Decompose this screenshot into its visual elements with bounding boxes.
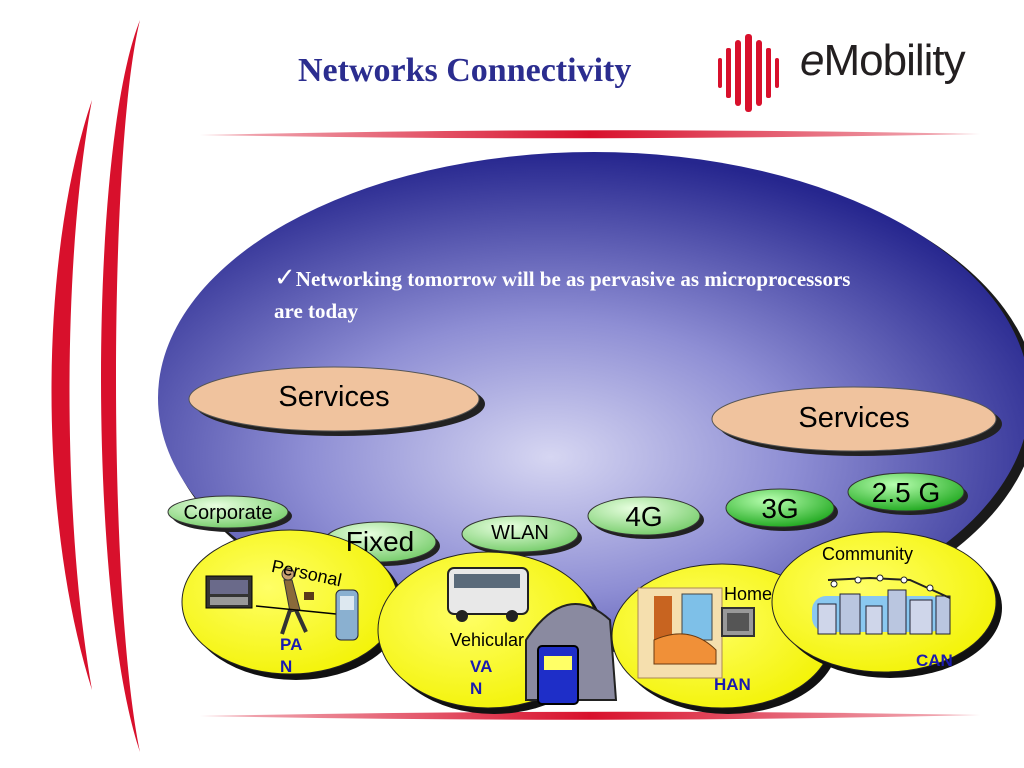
pan-label-line1: PA: [280, 635, 303, 654]
services-pill-left-shape: [188, 366, 480, 432]
page-title: Networks Connectivity: [298, 52, 632, 89]
bus-icon: [447, 567, 529, 622]
fixed-label: Fixed: [345, 526, 415, 557]
corporate-label: Corporate: [183, 502, 273, 524]
emobility-logo: eMobility: [800, 36, 966, 86]
logo-stripes-icon: [718, 34, 779, 112]
wlan-pill-shape: [461, 515, 579, 553]
4g-pill-shape: [587, 496, 701, 536]
van-label-line2: N: [470, 679, 483, 698]
services-label-left: Services: [278, 381, 390, 413]
left-red-arc-outer: [101, 20, 140, 752]
vehicular-label: Vehicular: [450, 630, 525, 650]
logo-prefix: e: [800, 36, 825, 85]
van-label-line1: VA: [470, 657, 493, 676]
top-red-bar: [200, 130, 980, 139]
community-label: Community: [822, 544, 914, 564]
4g-label: 4G: [625, 501, 663, 532]
wlan-label: WLAN: [491, 522, 549, 544]
statement-text: Networking tomorrow will be as pervasive…: [274, 267, 851, 323]
bottom-red-bar: [200, 711, 980, 720]
3g-pill-shape: [725, 488, 835, 528]
corporate-pill-shape: [167, 495, 289, 529]
services-pill-right-shape: [711, 386, 997, 452]
han-label: HAN: [714, 675, 751, 694]
tv-monitor-icon: [721, 607, 755, 637]
2-5g-pill-shape: [847, 472, 965, 512]
city-people-icon: [812, 574, 951, 635]
2-5g-label: 2.5 G: [871, 477, 941, 508]
pan-label-line2: N: [280, 657, 293, 676]
pan-label: PA N: [280, 634, 302, 678]
left-red-arc-inner: [51, 100, 92, 690]
laptop-icon: [205, 575, 253, 609]
checkmark-icon: ✓: [274, 263, 296, 292]
home-room-icon: [637, 587, 723, 679]
services-label-right: Services: [798, 402, 910, 434]
train-tunnel-icon: [525, 603, 618, 705]
statement: ✓Networking tomorrow will be as pervasiv…: [274, 262, 874, 327]
home-label: Home: [724, 584, 773, 604]
logo-word: Mobility: [823, 36, 965, 85]
pan-link-arrow-icon: [255, 605, 337, 615]
van-label: VA N: [470, 656, 492, 700]
3g-label: 3G: [761, 493, 799, 524]
can-label: CAN: [916, 651, 953, 670]
mobile-phone-icon: [335, 589, 359, 641]
